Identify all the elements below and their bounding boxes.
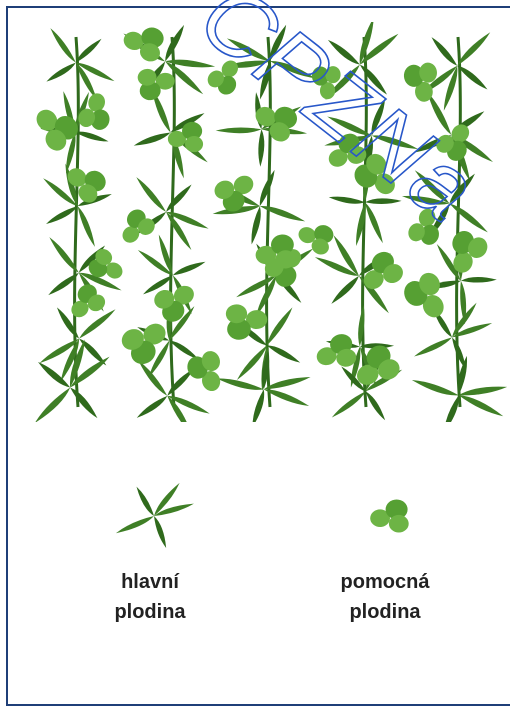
main-crop-plant-icon-shape — [113, 472, 199, 553]
helper-crop-clover — [313, 332, 358, 373]
helper-crop-clover — [113, 205, 158, 250]
main-crop-plant — [199, 150, 313, 266]
main-crop-label: hlavní plodina — [80, 567, 220, 627]
main-crop-label-line2: plodina — [80, 597, 220, 627]
helper-crop-clover-icon — [360, 494, 420, 538]
helper-crop-clover — [440, 226, 491, 279]
helper-crop-clover — [406, 205, 447, 249]
helper-crop-clover — [433, 118, 480, 166]
helper-crop-clover — [118, 314, 175, 369]
helper-crop-clover — [399, 269, 453, 326]
helper-crop-clover — [294, 216, 337, 257]
helper-crop-clover — [76, 90, 116, 133]
helper-crop-clover — [28, 98, 84, 155]
helper-crop-label-line2: plodina — [315, 597, 455, 627]
crop-field-illustration — [26, 22, 510, 422]
helper-crop-clover — [311, 65, 341, 99]
helper-crop-clover-icon-shape — [370, 500, 409, 533]
helper-crop-label: pomocná plodina — [315, 567, 455, 627]
helper-crop-label-line1: pomocná — [315, 567, 455, 597]
main-crop-label-line1: hlavní — [80, 567, 220, 597]
helper-crop-clover — [204, 54, 248, 99]
main-crop-plant-icon — [106, 468, 202, 564]
